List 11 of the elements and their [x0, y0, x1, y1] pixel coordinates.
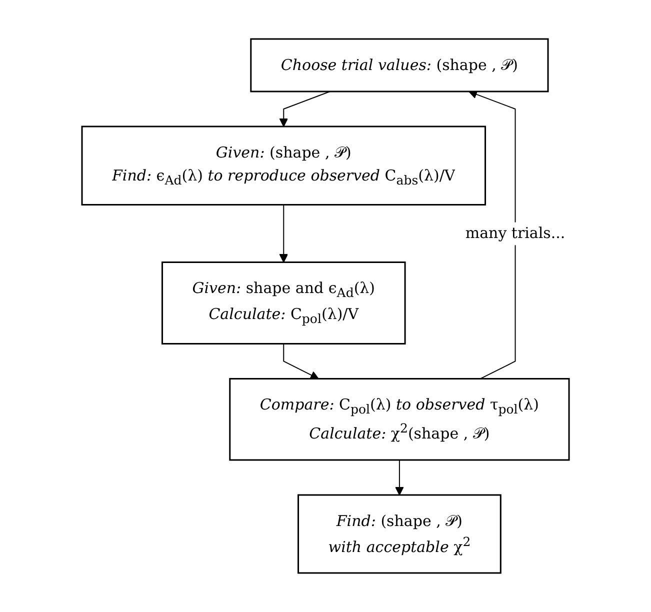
node-box: Given: shape and ϵ$_{Ad}$(λ) Calculate: C$_{pol}$(λ)/V	[161, 262, 406, 344]
node-box: Compare: C$_{pol}$(λ) to observed τ$_{pol}$(λ) Calculate: χ$^{2}$(shape , 𝒫)	[229, 378, 570, 461]
node-box: Choose trial values: (shape , 𝒫)	[250, 38, 549, 92]
node-box: Find: (shape , 𝒫) with acceptable χ$^{2}$	[298, 494, 502, 574]
node-box: Given: (shape , 𝒫) Find: ϵ$_{Ad}$(λ) to reproduce observed C$_{abs}$(λ)/V	[81, 126, 486, 206]
arrow	[279, 91, 330, 127]
arrow	[279, 204, 288, 263]
arrow	[395, 460, 404, 496]
edge-label: many trials...	[465, 224, 566, 242]
arrow	[468, 90, 516, 380]
arrow	[283, 343, 319, 380]
